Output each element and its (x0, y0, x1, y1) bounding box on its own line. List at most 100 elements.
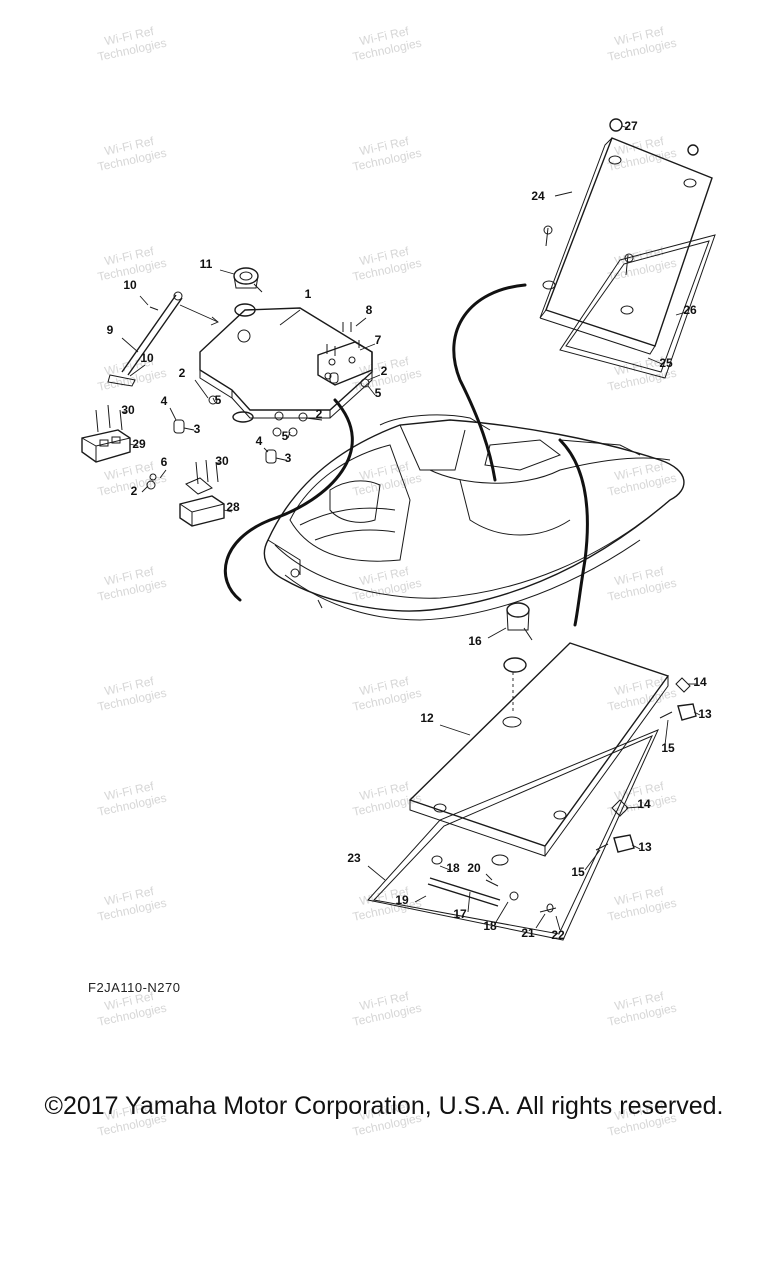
callout-14: 14 (688, 675, 707, 689)
callout-leader (631, 844, 641, 850)
callout-leader (219, 269, 235, 275)
callout-leader (664, 719, 669, 746)
part-ring (232, 411, 254, 423)
callout-leader (414, 895, 427, 903)
callout-number: 26 (683, 303, 697, 317)
callout-number: 15 (571, 865, 585, 879)
part-17-strut (427, 854, 557, 913)
callout-number: 1 (305, 287, 312, 301)
callout-leader (139, 295, 149, 306)
callout-number: 2 (316, 407, 323, 421)
callout-leader (359, 343, 376, 351)
callout-leader (194, 379, 209, 399)
callout-number: 10 (140, 351, 154, 365)
part-7-panel (317, 341, 373, 386)
part-26-gasket (559, 234, 716, 379)
callout-number: 16 (468, 634, 482, 648)
callout-2: 2 (179, 366, 209, 399)
callout-20: 20 (467, 861, 493, 881)
callout-leader (367, 865, 386, 881)
callout-19: 19 (395, 893, 427, 907)
callout-23: 23 (347, 851, 386, 881)
callout-25: 25 (647, 356, 673, 370)
callout-10: 10 (123, 278, 149, 306)
callout-number: 13 (638, 840, 652, 854)
callout-number: 14 (693, 675, 707, 689)
part-27-bumpers (543, 118, 699, 276)
part-24-lid (539, 137, 713, 355)
callout-number: 13 (698, 707, 712, 721)
callout-leader (625, 806, 641, 809)
callout-13: 13 (631, 840, 652, 854)
callout-26: 26 (675, 303, 697, 317)
callout-number: 7 (375, 333, 382, 347)
callout-28: 28 (223, 500, 240, 514)
callout-7: 7 (359, 333, 382, 351)
callout-21: 21 (521, 913, 546, 940)
callout-leader (212, 397, 216, 403)
callout-leader (159, 469, 167, 479)
callout-number: 6 (161, 455, 168, 469)
callout-leader (495, 901, 509, 923)
callout-5: 5 (212, 393, 222, 407)
callout-leader (169, 407, 177, 421)
callout-number: 5 (215, 393, 222, 407)
callout-number: 2 (381, 364, 388, 378)
callout-13: 13 (693, 707, 712, 721)
callout-leader (223, 509, 233, 513)
callout-8: 8 (355, 303, 373, 327)
part-16-fitting (503, 602, 533, 714)
callout-number: 9 (107, 323, 114, 337)
cable-left (223, 398, 354, 602)
callout-1: 1 (279, 287, 312, 326)
part-29-switch (81, 404, 131, 463)
callout-leader (439, 724, 471, 736)
callout-11: 11 (200, 257, 235, 275)
callout-24: 24 (531, 189, 573, 203)
copyright-notice: ©2017 Yamaha Motor Corporation, U.S.A. A… (44, 1092, 724, 1120)
part-8-screws (326, 322, 360, 356)
callout-18: 18 (483, 901, 509, 933)
callout-leader (535, 913, 546, 929)
callout-number: 22 (551, 928, 565, 942)
callout-leader (305, 417, 323, 421)
arrow-9 (179, 304, 219, 323)
callout-number: 25 (659, 356, 673, 370)
callout-2: 2 (367, 364, 388, 381)
callout-15: 15 (661, 719, 675, 755)
callout-3: 3 (183, 422, 201, 436)
part-1-cover (199, 307, 373, 419)
callout-9: 9 (107, 323, 139, 353)
callout-leader (485, 873, 493, 881)
callout-22: 22 (551, 915, 565, 942)
callout-30: 30 (215, 454, 229, 468)
callout-29: 29 (129, 437, 146, 451)
part-12-lid (408, 642, 670, 857)
callout-number: 4 (161, 394, 168, 408)
callout-leader (693, 711, 701, 716)
callout-leader (487, 627, 507, 639)
callout-number: 30 (121, 403, 135, 417)
callout-leader (355, 317, 367, 327)
callout-number: 21 (521, 926, 535, 940)
callout-12: 12 (420, 711, 471, 736)
callout-leader (467, 891, 471, 913)
callout-number: 12 (420, 711, 434, 725)
callout-leader (129, 364, 146, 377)
callout-14: 14 (625, 797, 651, 811)
callout-number: 5 (375, 386, 382, 400)
callout-number: 11 (200, 257, 213, 271)
callout-leader (263, 447, 269, 453)
callout-3: 3 (275, 451, 292, 465)
callout-number: 18 (446, 861, 460, 875)
diagram-code: F2JA110-N270 (88, 980, 181, 995)
callout-number: 15 (661, 741, 675, 755)
cable-right (558, 438, 589, 627)
part-23-gasket (367, 729, 659, 941)
callout-leader (183, 427, 195, 431)
callout-27: 27 (621, 119, 638, 133)
part-28-switch (179, 459, 225, 527)
callout-leader (287, 431, 291, 439)
callout-leader (621, 125, 629, 129)
